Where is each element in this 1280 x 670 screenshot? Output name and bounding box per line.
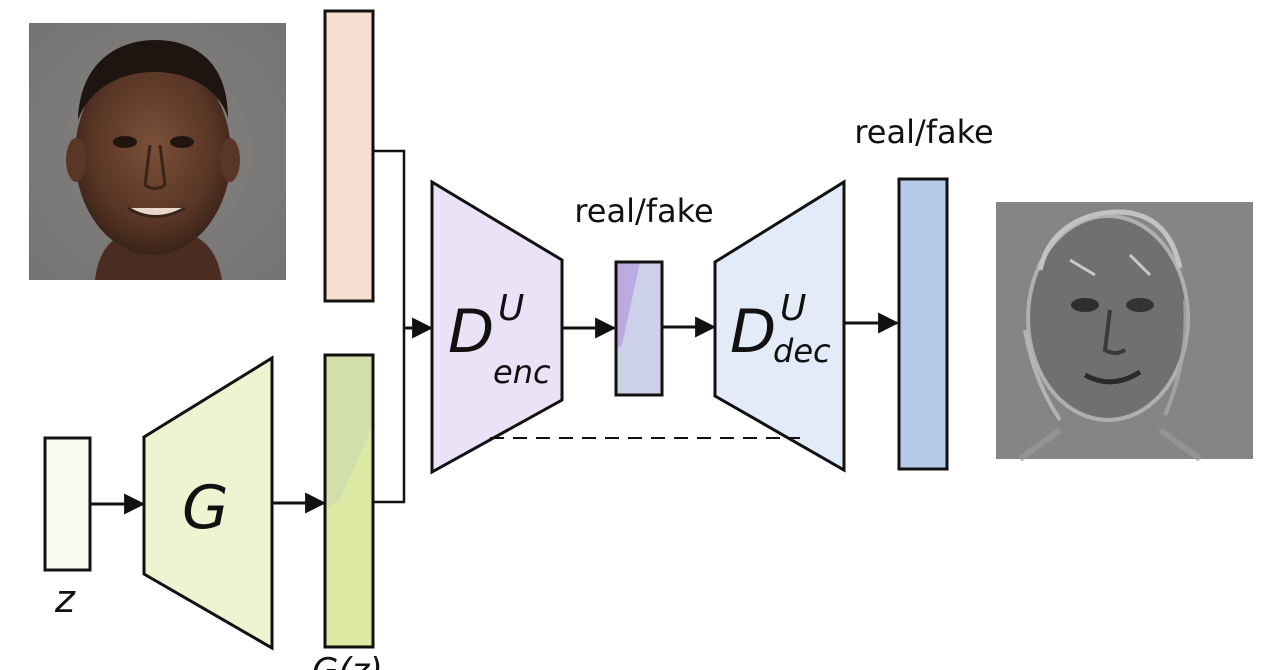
bottleneck-output-label: real/fake bbox=[574, 192, 713, 230]
generator-block bbox=[142, 355, 274, 651]
generated-sample-label: G(z) bbox=[312, 651, 383, 670]
svg-text:D: D bbox=[448, 297, 494, 367]
generator-label: G bbox=[182, 473, 229, 543]
bottleneck-column bbox=[614, 260, 664, 397]
pixel-output-label: real/fake bbox=[854, 113, 993, 151]
face-photo bbox=[29, 23, 286, 280]
svg-text:D: D bbox=[730, 297, 776, 367]
decoder-label: D U dec bbox=[730, 288, 831, 370]
svg-text:enc: enc bbox=[493, 353, 551, 391]
decoder-block bbox=[713, 179, 846, 473]
pixel-decision-map bbox=[996, 202, 1253, 462]
svg-text:dec: dec bbox=[773, 332, 831, 370]
z-label: z bbox=[54, 577, 76, 621]
svg-text:U: U bbox=[498, 288, 524, 329]
real-sample-column bbox=[323, 9, 375, 303]
generated-sample-column bbox=[323, 353, 375, 649]
pixel-output-column bbox=[897, 177, 949, 471]
merge-connector bbox=[373, 149, 406, 504]
z-latent-box bbox=[43, 436, 92, 572]
svg-text:U: U bbox=[780, 288, 806, 329]
encoder-block bbox=[430, 179, 564, 475]
encoder-label: D U enc bbox=[448, 288, 551, 391]
